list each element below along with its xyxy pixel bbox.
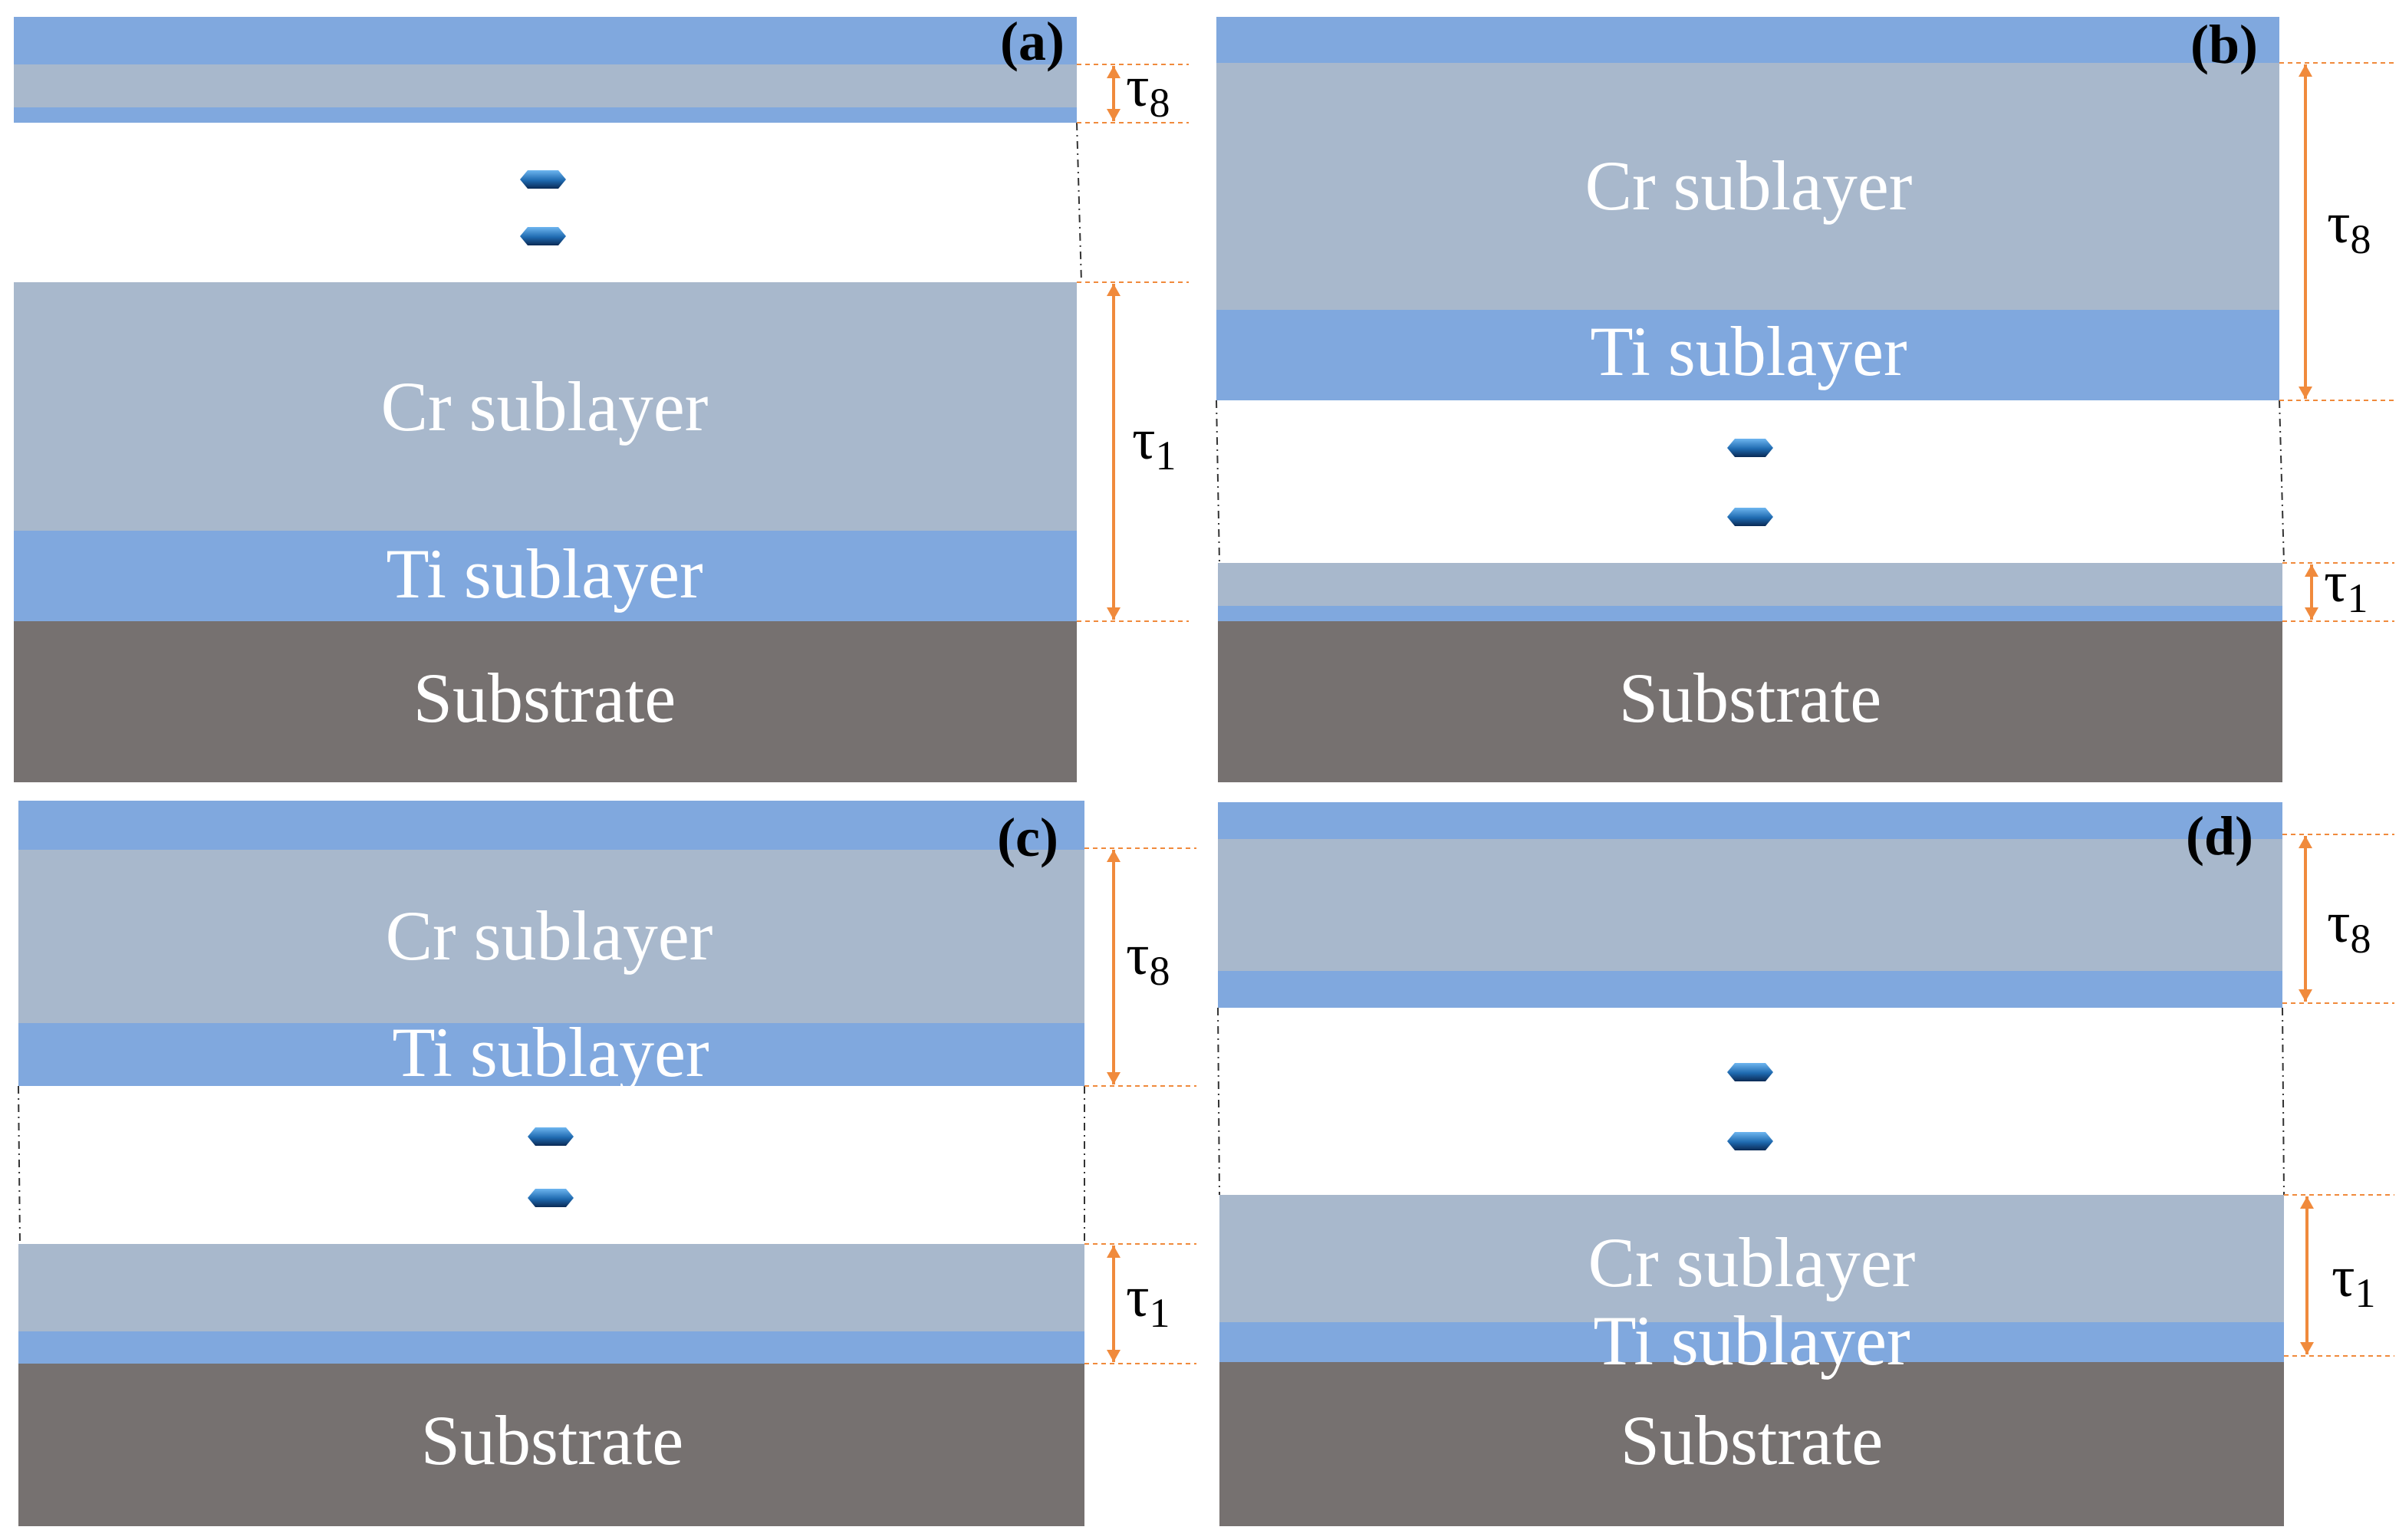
continuation-dots [520,170,566,245]
arrowhead [2299,989,2312,1002]
substrate-label: Substrate [413,659,676,737]
boundary-dashed-line [18,1085,21,1245]
cr-layer [1218,563,2282,606]
ti-layer [1216,310,2279,400]
arrowhead [2305,607,2318,620]
ti-layer [18,1331,1084,1364]
arrowhead [2299,387,2312,399]
cr-sublayer-label: Cr sublayer [1585,146,1913,225]
panel-d: Cr sublayer Ti sublayer Substrate (d) τ8… [1217,802,2394,1526]
cr-layer [1216,63,2279,310]
panel-c: Cr sublayer Ti sublayer Substrate (c) τ8… [18,801,1196,1526]
substrate-layer [1218,621,2282,782]
arrowhead [1107,66,1121,78]
cr-layer [18,850,1084,1023]
arrowhead [2299,836,2312,848]
ti-layer [14,17,1077,64]
tau1-label: τ1 [1132,407,1176,479]
arrowhead [1107,1245,1121,1258]
panel-a: Cr sublayer Ti sublayer Substrate (a) τ8… [14,11,1189,782]
arrowhead [2300,1342,2314,1354]
cr-layer [18,1244,1084,1331]
panel-label-c: (c) [997,807,1058,868]
boundary-dashed-line [2282,1007,2285,1196]
tau8-label: τ8 [1126,923,1170,994]
substrate-layer [14,621,1077,782]
ti-layer [1218,802,2282,839]
tau1-label: τ1 [2332,1245,2376,1316]
arrowhead [2300,1196,2314,1209]
ti-layer [1218,971,2282,1008]
cr-layer [14,64,1077,107]
arrowhead [1107,850,1121,862]
arrowhead [2305,564,2318,577]
cr-sublayer-label: Cr sublayer [1588,1223,1916,1301]
arrowhead [1107,607,1121,620]
boundary-dashed-line [2279,400,2285,564]
cr-layer [14,282,1077,531]
ti-sublayer-label: Ti sublayer [1593,1301,1910,1380]
ti-layer [1216,17,2279,63]
boundary-dashed-line [1076,122,1082,283]
tau8-label: τ8 [2327,191,2371,262]
continuation-dots [528,1127,574,1207]
panel-label-d: (d) [2186,805,2253,867]
ti-sublayer-label: Ti sublayer [1590,312,1907,390]
arrowhead [2299,64,2312,77]
ti-layer [1219,1322,2284,1362]
arrowhead [1107,1350,1121,1362]
arrowhead [1107,1072,1121,1084]
cr-sublayer-label: Cr sublayer [381,367,709,446]
cr-sublayer-label: Cr sublayer [386,897,713,975]
substrate-layer [18,1364,1084,1526]
continuation-dots [1727,439,1773,526]
boundary-dashed-line [1216,400,1220,564]
arrowhead [1107,109,1121,121]
ti-layer [18,801,1084,850]
ti-sublayer-label: Ti sublayer [392,1013,709,1091]
substrate-label: Substrate [1619,659,1881,737]
continuation-dots [1727,1063,1773,1150]
cr-layer [1218,839,2282,971]
arrowhead [1107,284,1121,296]
tau8-label: τ8 [1126,54,1170,126]
ti-layer [14,531,1077,621]
tau1-label: τ1 [2324,550,2368,621]
ti-layer [14,107,1077,123]
ti-layer [18,1023,1084,1086]
boundary-dashed-line [1217,1007,1220,1196]
substrate-label: Substrate [1621,1401,1883,1479]
panel-label-b: (b) [2190,14,2258,75]
cr-layer [1219,1195,2284,1322]
substrate-layer [1219,1362,2284,1526]
substrate-label: Substrate [421,1401,683,1479]
tau8-label: τ8 [2327,890,2371,962]
panel-b: Cr sublayer Ti sublayer Substrate (b) τ8… [1216,14,2394,782]
tau1-label: τ1 [1126,1265,1170,1336]
panel-label-a: (a) [1000,11,1065,72]
ti-layer [1218,606,2282,621]
ti-sublayer-label: Ti sublayer [386,535,703,613]
